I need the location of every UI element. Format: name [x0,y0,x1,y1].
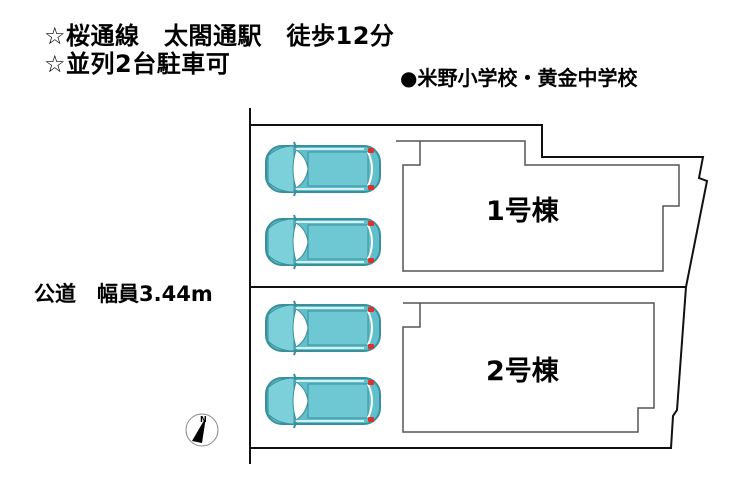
svg-text:N: N [200,415,207,424]
car-3-icon [265,300,381,356]
car-2-icon [265,214,381,270]
building-1-footprint [396,140,680,272]
building-2-footprint [402,302,655,433]
road-width-label: 公道 幅員3.44m [34,282,213,306]
school-district-info: ●米野小学校・黄金中学校 [400,66,638,90]
north-arrow-icon: N [185,413,219,447]
car-4-icon [265,373,381,429]
lot-2-boundary [250,286,688,449]
building-1-label: 1号棟 [486,196,559,227]
lot-1-boundary [250,124,709,288]
building-2-label: 2号棟 [486,356,559,387]
parking-info: ☆並列2台駐車可 [44,50,231,78]
car-1-icon [265,141,381,197]
access-info: ☆桜通線 太閤通駅 徒歩12分 [44,22,395,50]
